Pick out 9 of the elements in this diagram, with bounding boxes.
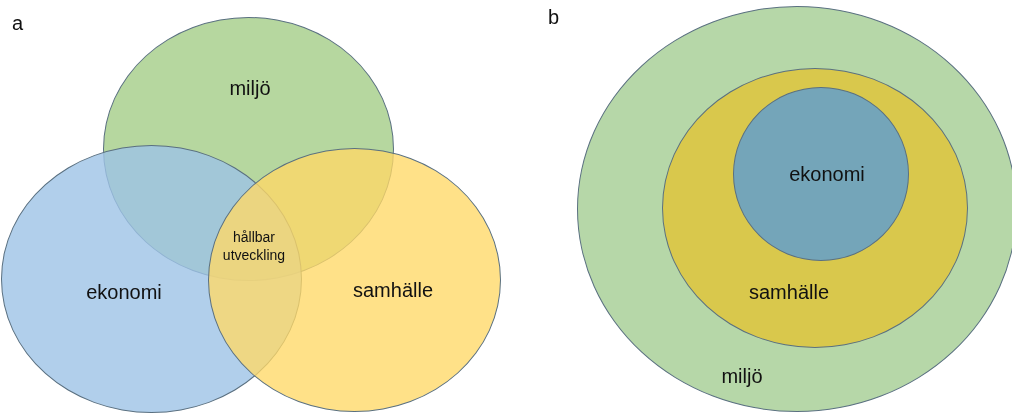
panel-letter: a [12, 12, 24, 35]
circle-label: miljö [229, 76, 271, 100]
center-label: hållbar utveckling [221, 228, 287, 264]
circle-label: miljö [721, 364, 763, 388]
circle-label: samhälle [353, 278, 433, 302]
circle-label: ekonomi [86, 280, 162, 304]
panel-letter: b [548, 6, 560, 29]
circle-label: ekonomi [789, 162, 865, 186]
circle-label: samhälle [749, 280, 829, 304]
